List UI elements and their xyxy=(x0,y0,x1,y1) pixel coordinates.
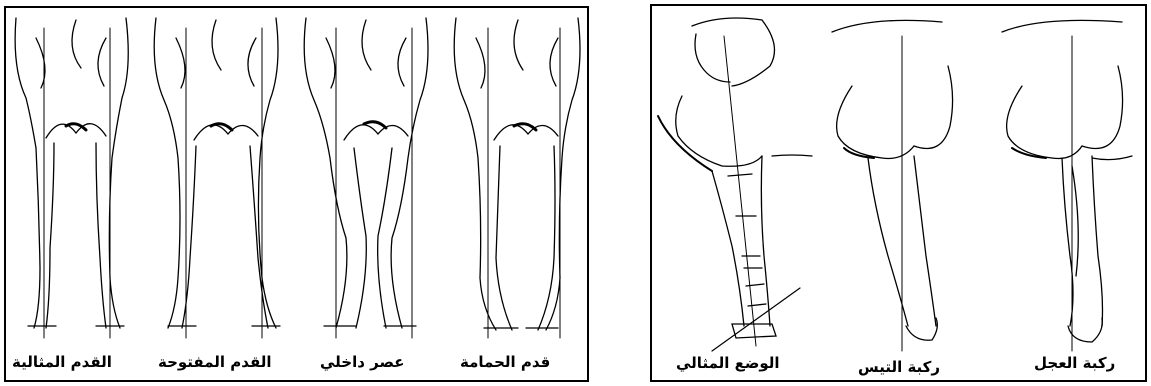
front-view-panel: القدم المثالية القدم المفتوحة عصر داخلي … xyxy=(4,6,589,382)
figure-knock-knee xyxy=(304,18,428,338)
figure-ideal-position xyxy=(658,18,812,351)
caption-calf-knee: ركبة العجل xyxy=(1034,354,1115,372)
figure-ideal-foot xyxy=(15,18,128,338)
caption-open-foot: القدم المفتوحة xyxy=(158,353,272,371)
figure-buck-knee xyxy=(832,20,953,351)
figure-pigeon-foot xyxy=(454,18,580,338)
caption-ideal-position: الوضع المثالي xyxy=(676,354,780,372)
front-view-drawing xyxy=(6,8,587,380)
caption-pigeon-foot: قدم الحمامة xyxy=(460,353,550,371)
side-view-panel: الوضع المثالي ركبة التيس ركبة العجل xyxy=(650,4,1147,382)
caption-buck-knee: ركبة التيس xyxy=(858,358,940,376)
figure-calf-knee xyxy=(1002,20,1132,351)
caption-ideal-foot: القدم المثالية xyxy=(12,353,112,371)
figure-open-foot xyxy=(154,18,280,338)
caption-knock-knee: عصر داخلي xyxy=(320,353,405,371)
side-view-drawing xyxy=(652,6,1145,380)
